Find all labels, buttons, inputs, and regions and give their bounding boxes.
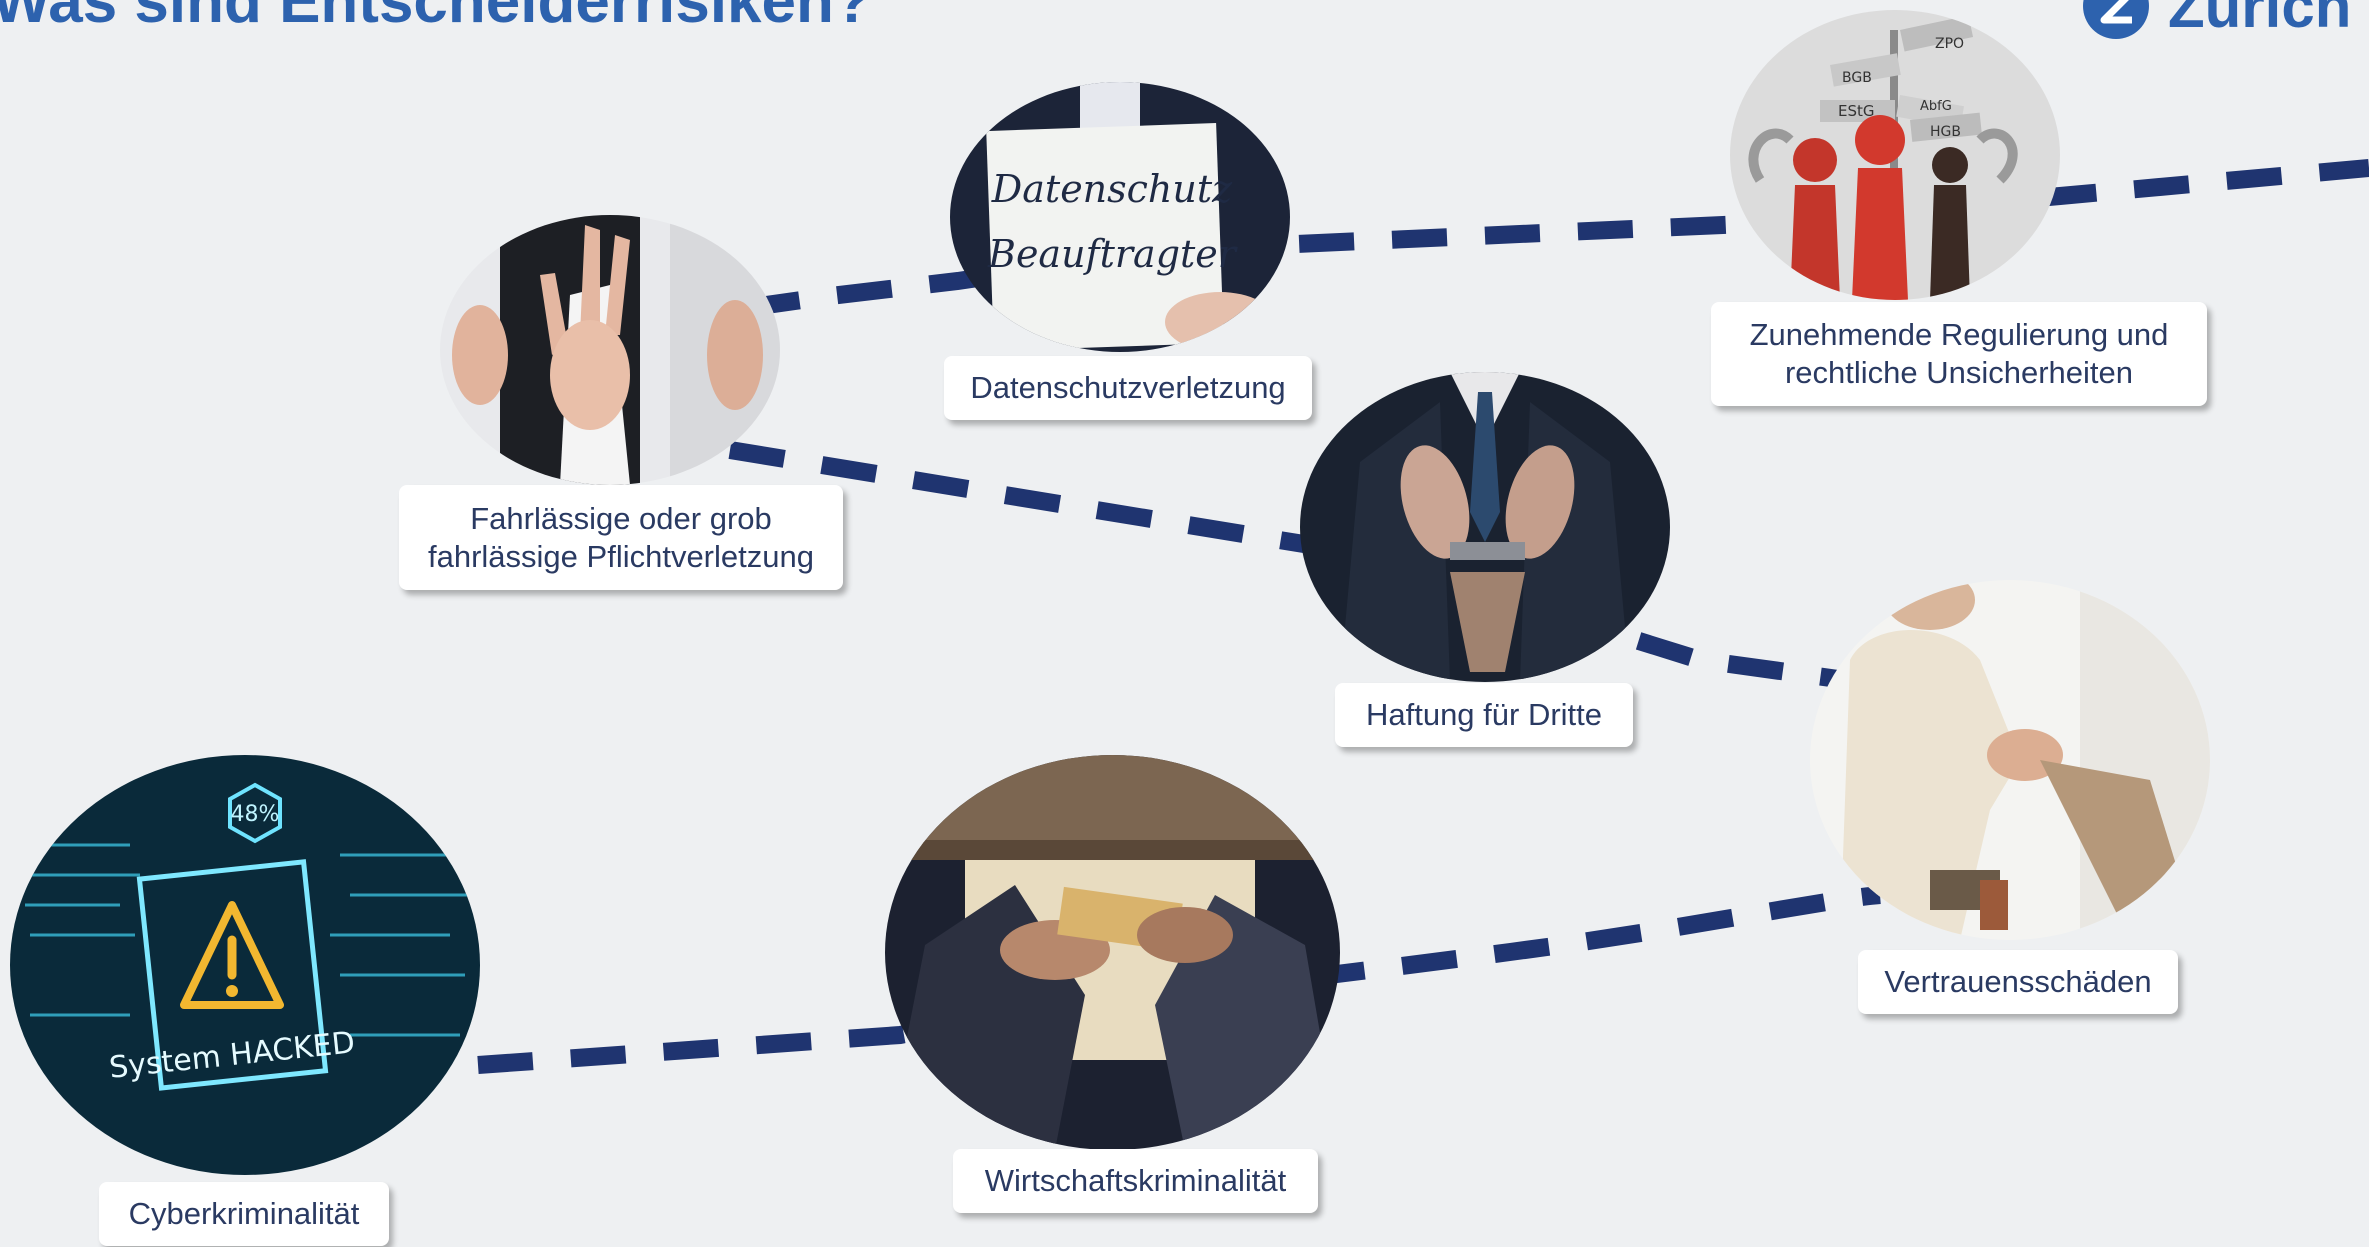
sign-text-line1: Datenschutz xyxy=(991,167,1233,211)
label-line: Wirtschaftskriminalität xyxy=(984,1163,1287,1198)
handshake-photo xyxy=(1810,580,2210,940)
risk-label-regulierung: Zunehmende Regulierung und rechtliche Un… xyxy=(1711,302,2207,406)
law-signpost-photo: ZPO BGB AbfG EStG HGB xyxy=(1730,10,2060,300)
slide-title: Was sind Entscheiderrisiken? xyxy=(0,0,872,36)
risk-path-middle xyxy=(728,441,1862,691)
risk-label-cyber: Cyberkriminalität xyxy=(99,1182,389,1246)
label-line: Fahrlässige oder grob xyxy=(470,500,772,536)
label-line: Datenschutzverletzung xyxy=(970,370,1286,405)
datenschutz-sign-photo: Datenschutz Beauftragter xyxy=(950,82,1290,352)
risk-label-pflichtverletzung: Fahrlässige oder grob fahrlässige Pflich… xyxy=(399,485,843,590)
sign-word-estg: EStG xyxy=(1838,102,1875,120)
bribe-envelope-photo xyxy=(885,755,1340,1150)
label-line: Vertrauensschäden xyxy=(1884,964,2152,999)
handcuffed-wrists-photo xyxy=(1300,372,1670,682)
risk-label-vertrauen: Vertrauensschäden xyxy=(1858,950,2178,1014)
label-line: Cyberkriminalität xyxy=(128,1196,360,1231)
sign-word-hgb: HGB xyxy=(1930,124,1961,140)
zurich-logo-icon xyxy=(2083,0,2149,39)
zurich-logo: Zurich xyxy=(2080,0,2351,40)
label-line: Haftung für Dritte xyxy=(1365,697,1603,732)
logo-wordmark: Zurich xyxy=(2168,0,2352,40)
sign-word-bgb: BGB xyxy=(1842,70,1872,86)
sign-text-line2: Beauftragter xyxy=(987,232,1239,276)
risk-label-wirtschaft: Wirtschaftskriminalität xyxy=(953,1149,1318,1213)
sign-word-abfg: AbfG xyxy=(1920,99,1952,114)
hud-percentage: 48% xyxy=(231,802,280,827)
label-line: fahrlässige Pflichtverletzung xyxy=(428,538,814,574)
sign-word-zpo: ZPO xyxy=(1935,36,1964,52)
label-line: rechtliche Unsicherheiten xyxy=(1784,355,2134,390)
risk-label-haftung: Haftung für Dritte xyxy=(1335,683,1633,747)
risk-label-datenschutz: Datenschutzverletzung xyxy=(944,356,1312,420)
hands-refusing-photo xyxy=(440,215,780,485)
system-hacked-photo: 48% System HACKED xyxy=(10,755,480,1175)
label-line: Zunehmende Regulierung und xyxy=(1749,317,2169,352)
